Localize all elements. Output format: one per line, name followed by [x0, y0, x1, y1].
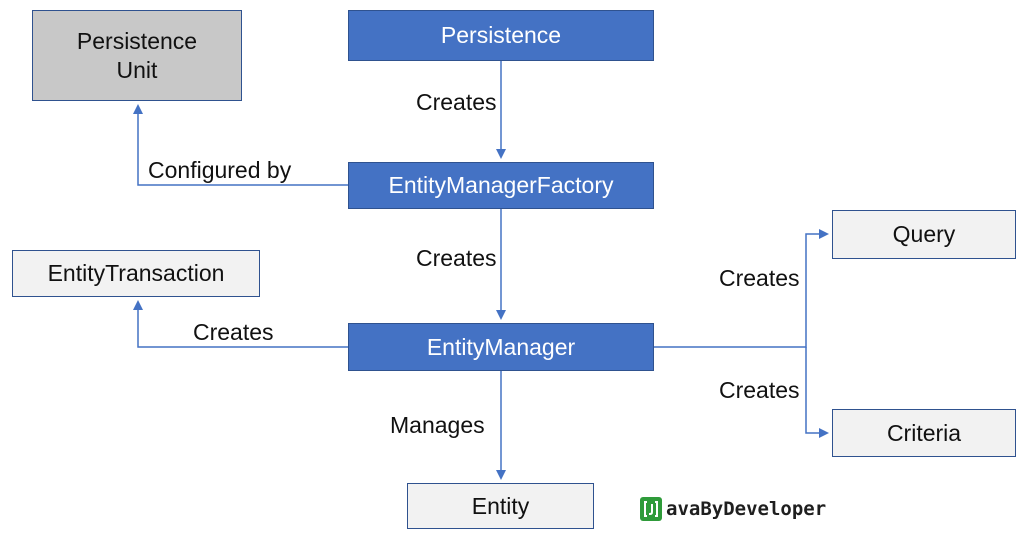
node-persistence: Persistence [348, 10, 654, 61]
edge-label-factory-creates: Creates [416, 245, 497, 271]
javabydeveloper-logo-icon [640, 497, 662, 521]
node-entity-manager-factory: EntityManagerFactory [348, 162, 654, 209]
javabydeveloper-logo: avaByDeveloper [640, 497, 826, 521]
edge-manager-to-transaction [133, 300, 348, 348]
node-entity-label: Entity [471, 492, 530, 519]
node-entity-manager-label: EntityManager [426, 333, 576, 360]
edge-label-query-creates: Creates [719, 265, 800, 291]
node-entity-transaction: EntityTransaction [12, 250, 260, 297]
edge-label-configured-by: Configured by [148, 157, 292, 183]
javabydeveloper-logo-text: avaByDeveloper [666, 498, 827, 520]
edge-manager-to-criteria [805, 347, 829, 438]
node-entity: Entity [407, 483, 594, 529]
edge-label-criteria-creates: Creates [719, 377, 800, 403]
node-criteria: Criteria [832, 409, 1016, 457]
edge-label-manages: Manages [390, 412, 485, 438]
node-entity-transaction-label: EntityTransaction [47, 260, 225, 287]
node-persistence-unit-label: Persistence Unit [76, 27, 198, 83]
edge-manager-to-query [654, 229, 829, 348]
node-criteria-label: Criteria [886, 419, 962, 446]
node-entity-manager-factory-label: EntityManagerFactory [388, 172, 614, 199]
node-query-label: Query [892, 221, 956, 248]
edge-label-transaction-creates: Creates [193, 319, 274, 345]
node-entity-manager: EntityManager [348, 323, 654, 371]
node-persistence-label: Persistence [440, 22, 562, 49]
edge-label-persistence-creates: Creates [416, 89, 497, 115]
node-query: Query [832, 210, 1016, 259]
edge-factory-to-unit [133, 104, 348, 186]
node-persistence-unit: Persistence Unit [32, 10, 242, 101]
